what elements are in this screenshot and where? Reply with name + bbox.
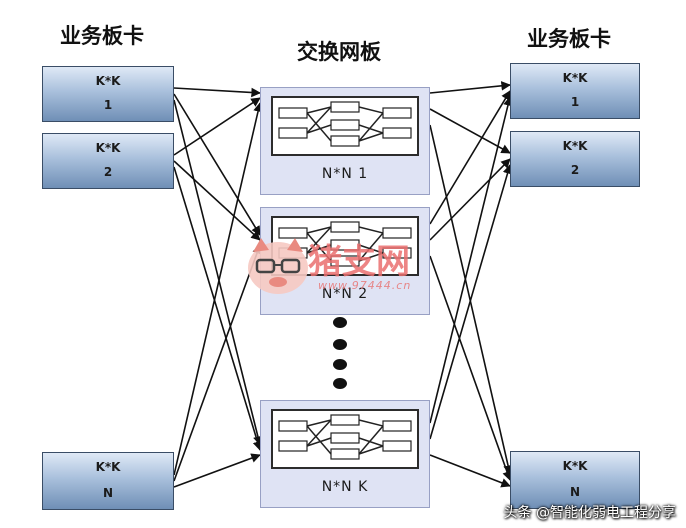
- right-card-2: K*K 2: [510, 131, 640, 187]
- link-switch-to-card-13: [429, 90, 511, 225]
- card-number: N: [102, 486, 114, 500]
- card-kk-label: K*K: [562, 459, 588, 473]
- card-number: 1: [570, 95, 580, 109]
- card-kk-label: K*K: [562, 71, 588, 85]
- switch-board-k: N*N K: [260, 400, 430, 508]
- link-card-to-switch-4: [173, 97, 261, 156]
- switch-board-label: N*N K: [321, 479, 369, 495]
- switch-board-label: N*N 2: [321, 286, 369, 302]
- link-switch-to-card-15: [429, 255, 512, 481]
- link-card-to-switch-3: [173, 99, 263, 446]
- left-card-n: K*K N: [42, 452, 174, 510]
- link-switch-to-card-10: [429, 81, 511, 94]
- watermark-text: 猪支网: [308, 242, 410, 282]
- left-card-1: K*K 1: [42, 66, 174, 122]
- switch-matrix: [271, 96, 419, 156]
- switch-board-label: N*N 1: [321, 166, 369, 182]
- link-card-to-switch-7: [173, 102, 263, 476]
- ellipsis-dot: [333, 359, 347, 370]
- card-kk-label: K*K: [95, 74, 121, 88]
- right-card-n: K*K N: [510, 451, 640, 509]
- link-card-to-switch-1: [173, 87, 261, 98]
- link-switch-to-card-17: [429, 164, 513, 440]
- switch-board-1: N*N 1: [260, 87, 430, 195]
- crossbar-schematic: [278, 414, 412, 460]
- left-title: 业务板卡: [60, 24, 144, 48]
- left-card-2: K*K 2: [42, 133, 174, 189]
- ellipsis-dot: [333, 317, 347, 328]
- card-number: 2: [103, 165, 113, 179]
- switch-matrix: [271, 409, 419, 469]
- link-switch-to-card-18: [429, 454, 511, 488]
- card-kk-label: K*K: [562, 139, 588, 153]
- right-title: 业务板卡: [527, 27, 611, 51]
- card-number: 1: [103, 98, 113, 112]
- crossbar-schematic: [278, 101, 412, 147]
- ellipsis-dot: [333, 339, 347, 350]
- link-card-to-switch-2: [173, 93, 261, 236]
- card-number: 2: [570, 163, 580, 177]
- center-title: 交换网板: [297, 40, 381, 64]
- link-switch-to-card-11: [429, 108, 511, 154]
- link-switch-to-card-14: [429, 158, 511, 241]
- ellipsis-dot: [333, 378, 347, 389]
- footer-credit: 头条 @智能化弱电工程分享: [503, 505, 676, 521]
- link-card-to-switch-6: [173, 166, 263, 451]
- right-card-1: K*K 1: [510, 63, 640, 119]
- link-card-to-switch-9: [173, 453, 261, 488]
- link-switch-to-card-16: [429, 96, 513, 424]
- link-card-to-switch-8: [173, 244, 262, 482]
- link-card-to-switch-5: [173, 160, 261, 241]
- card-number: N: [569, 485, 581, 499]
- watermark-url: www.97444.cn: [318, 279, 412, 292]
- card-kk-label: K*K: [95, 141, 121, 155]
- watermark-logo: [248, 238, 308, 294]
- card-kk-label: K*K: [95, 460, 121, 474]
